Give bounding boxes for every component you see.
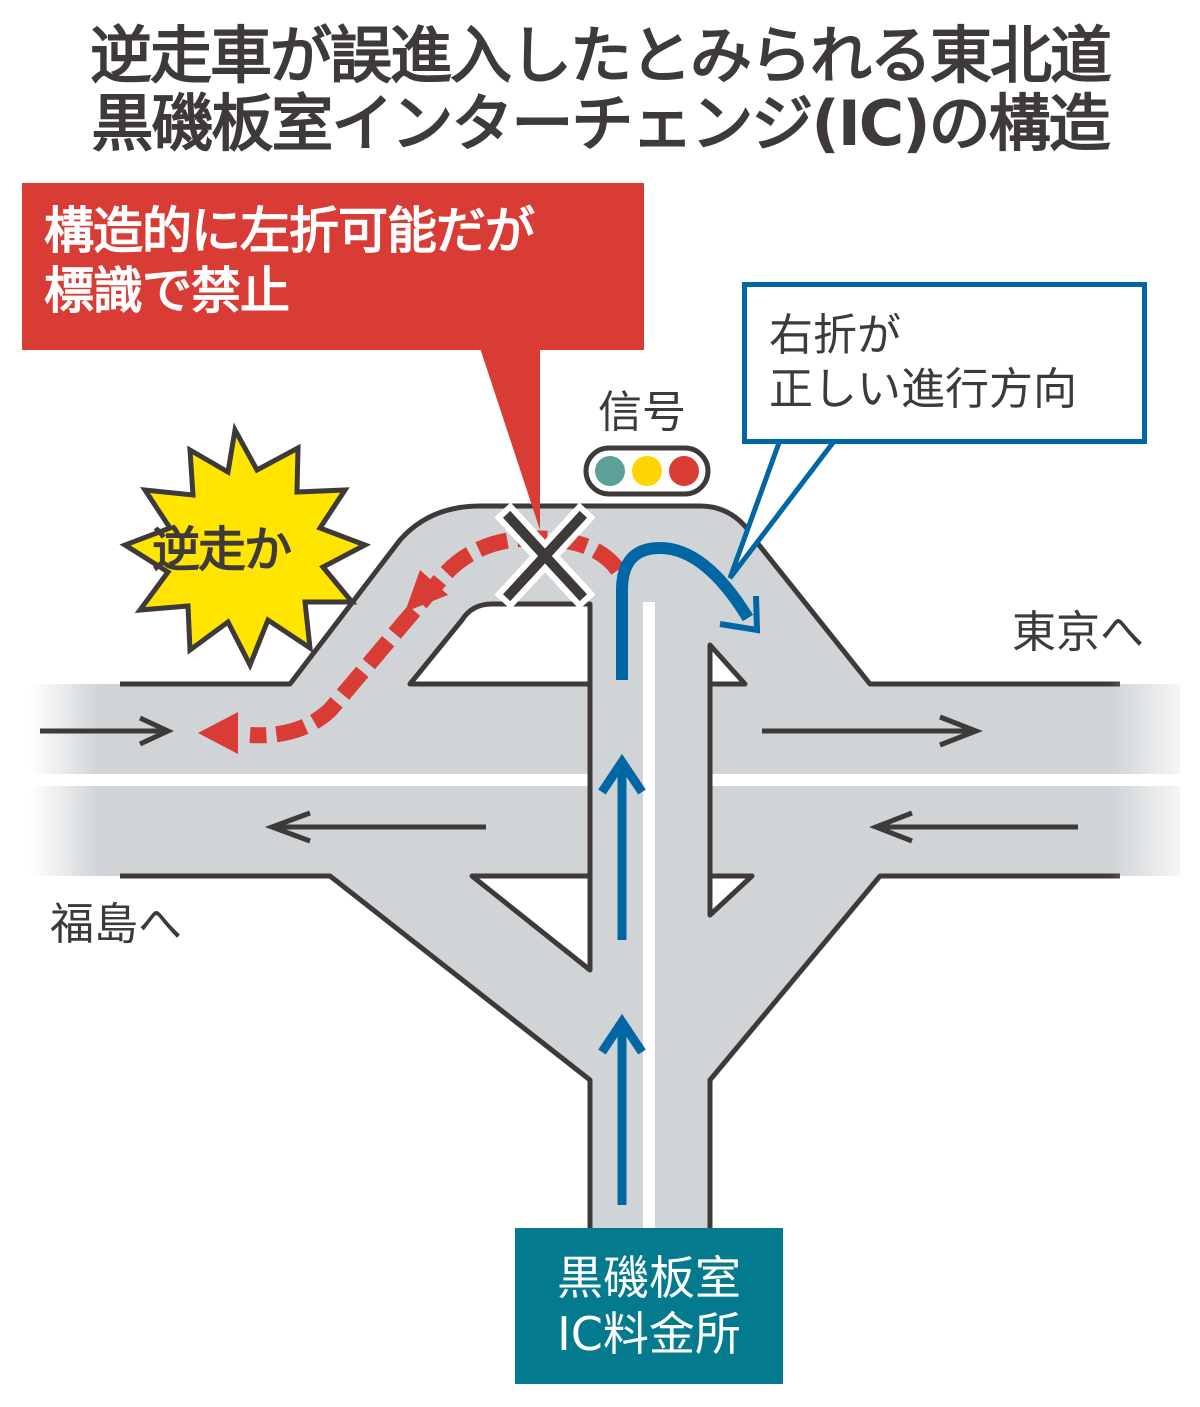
toll-gate-box: 黒磯板室 IC料金所 [515, 1228, 783, 1384]
prohibited-x-icon [494, 502, 596, 610]
traffic-arrows [40, 714, 1078, 844]
blue-callout-line-2: 正しい進行方向 [769, 364, 1077, 415]
blue-callout-tail [727, 438, 837, 580]
wrong-way-route [198, 530, 625, 754]
red-callout-line-1: 構造的に左折可能だが [44, 202, 535, 260]
to-fukushima-label: 福島へ [50, 899, 182, 950]
signal-label: 信号 [598, 387, 686, 438]
title-line-1: 逆走車が誤進入したとみられる東北道 [89, 19, 1112, 92]
toll-gate-line-2: IC料金所 [557, 1307, 741, 1361]
traffic-signal-icon [583, 445, 711, 497]
starburst-icon [119, 422, 372, 672]
to-tokyo-label: 東京へ [1012, 607, 1144, 658]
red-callout-line-2: 標識で禁止 [44, 262, 290, 320]
toll-gate-line-1: 黒磯板室 [557, 1251, 741, 1305]
wrong-way-label: 逆走か [152, 522, 292, 578]
blue-callout-line-1: 右折が [769, 310, 901, 361]
blue-callout: 右折が 正しい進行方向 [742, 282, 1147, 444]
correct-route [598, 541, 761, 1205]
title-line-2: 黒磯板室インターチェンジ(IC)の構造 [91, 87, 1110, 160]
red-callout: 構造的に左折可能だが 標識で禁止 [22, 183, 644, 350]
red-callout-tail [480, 348, 540, 530]
